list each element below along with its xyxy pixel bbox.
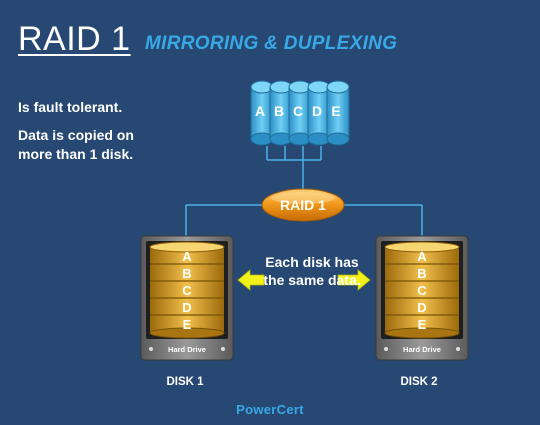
hard-drive-2: A B C D E Hard Drive [375,235,469,361]
array-letter-c: C [293,103,303,119]
array-disk-d [307,80,331,146]
array-letter-b: B [274,103,284,119]
screw-icon [149,347,153,351]
page-title: RAID 1 [18,20,131,58]
bullet-data-copied: Data is copied on more than 1 disk. [18,127,134,162]
array-letter-e: E [331,103,340,119]
disk1-letter-a: A [182,249,192,264]
hard-drive-1: A B C D E Hard Drive [140,235,234,361]
disk1-letter-b: B [182,266,191,281]
disk2-drive-label: Hard Drive [403,345,441,354]
left-arrow-icon [237,269,265,291]
brand-logo: PowerCert [236,402,304,417]
page-subtitle: MIRRORING & DUPLEXING [145,33,398,54]
screw-icon [456,347,460,351]
mirror-note: Each disk has the same data. [263,254,361,288]
raid-controller-label: RAID 1 [280,197,326,213]
disk2-letter-e: E [418,317,427,332]
right-arrow-icon [337,269,371,291]
disk1-letter-c: C [182,283,192,298]
disk2-letter-a: A [417,249,427,264]
disk2-letter-b: B [417,266,426,281]
array-letter-a: A [255,103,265,119]
connector-lines [185,146,423,238]
platter-stack-1 [149,241,225,339]
disk1-letter-d: D [182,300,191,315]
array-disk-a [250,80,274,146]
disk2-name: DISK 2 [400,376,438,388]
array-disk-b [269,80,293,146]
screw-icon [384,347,388,351]
bullet-fault-tolerant: Is fault tolerant. [18,99,123,115]
disk2-letter-d: D [417,300,426,315]
disk-array: A B C D E [250,80,350,146]
disk1-name: DISK 1 [166,376,204,388]
disk1-letter-e: E [183,317,192,332]
disk1-drive-label: Hard Drive [168,345,206,354]
disk2-letter-c: C [417,283,427,298]
platter-stack-2 [384,241,460,339]
screw-icon [221,347,225,351]
raid-controller: RAID 1 [261,188,345,222]
array-disk-e [326,80,350,146]
array-letter-d: D [312,103,322,119]
